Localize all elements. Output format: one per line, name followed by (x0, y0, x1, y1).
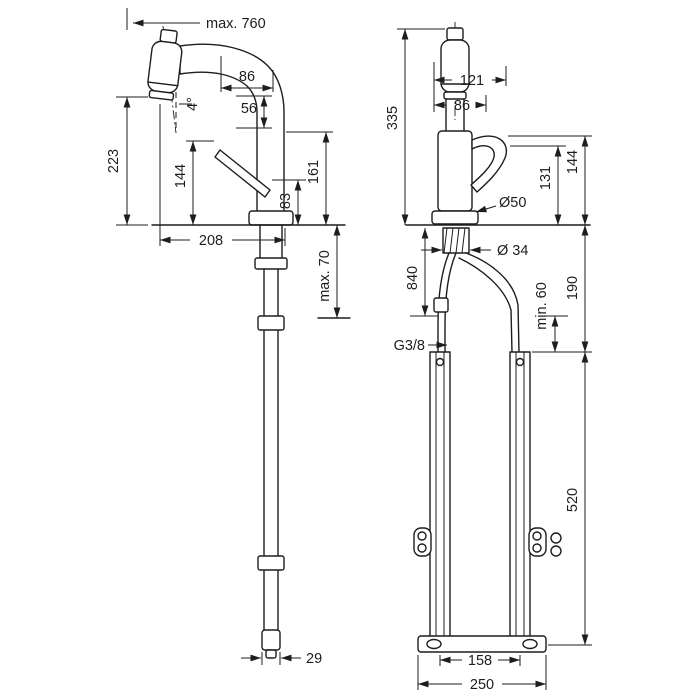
clamp-hole-right-top (532, 531, 542, 541)
dim-190-label: 190 (565, 276, 581, 300)
spray-head-outlet (148, 89, 175, 101)
dim-29-label: 29 (306, 651, 322, 667)
hose-connector-fitting (433, 297, 449, 313)
base-foot-left (426, 638, 442, 650)
rail-screw-right (515, 357, 525, 367)
right-hose-inner (458, 257, 513, 353)
spray-head-seam (147, 81, 179, 87)
dim-angle-label: 4° (185, 97, 201, 111)
dim-diameter-34-label: Ø 34 (497, 243, 528, 259)
base-foot-right (522, 638, 538, 650)
hose-weight (261, 629, 281, 651)
clamp-knob-top (550, 532, 562, 544)
dim-86-side-label: 86 (239, 69, 255, 85)
mounting-nut (254, 257, 288, 270)
dim-144-side-label: 144 (173, 164, 189, 188)
dim-83-label: 83 (278, 193, 294, 209)
dim-158-label: 158 (468, 653, 492, 669)
handle-lever-side (214, 149, 271, 198)
dim-131-label: 131 (538, 166, 554, 190)
spray-head-stub-front (446, 27, 464, 41)
clamp-hole-left-bottom (417, 543, 427, 553)
front-view-faucet-drawing (405, 22, 591, 653)
dim-161-label: 161 (306, 160, 322, 184)
hose-end-tip (265, 649, 277, 659)
dim-86-front-label: 86 (454, 98, 470, 114)
dim-144-front-label: 144 (565, 150, 581, 174)
escutcheon-side (248, 210, 294, 226)
dim-520-label: 520 (565, 488, 581, 512)
dim-223-label: 223 (106, 149, 122, 173)
pullout-spray-head (147, 28, 183, 101)
dim-56-label: 56 (241, 101, 257, 117)
bracket-base-plate (417, 635, 547, 653)
dim-250-label: 250 (470, 677, 494, 693)
clamp-hole-left-top (417, 531, 427, 541)
handle-lever-front (470, 135, 508, 193)
dim-max-counter-thickness-label: max. 70 (317, 250, 333, 302)
hose-fitting-upper (257, 315, 285, 331)
dim-max-height-label: max. 760 (206, 16, 266, 32)
clamp-hole-right-bottom (532, 543, 542, 553)
escutcheon-front (431, 210, 479, 225)
left-hose-outer (437, 252, 450, 353)
right-hose-outer (465, 252, 520, 353)
bracket-rail-left (429, 351, 451, 643)
spray-head-outlet-front (443, 91, 467, 100)
dim-840-label: 840 (405, 266, 421, 290)
rail-screw-left (435, 357, 445, 367)
front-view-dimensions: 335 121 86 131 144 Ø50 Ø 34 840 (385, 28, 592, 693)
hose-fitting-lower (257, 555, 285, 571)
dim-208-label: 208 (199, 233, 223, 249)
bracket-rail-right (509, 351, 531, 643)
dim-thread-g38-label: G3/8 (394, 338, 425, 354)
dim-121-label: 121 (460, 73, 484, 89)
side-view-faucet-drawing (147, 25, 351, 659)
dim-335-label: 335 (385, 106, 401, 130)
mixer-body-front (437, 130, 473, 212)
dim-min-60-label: min. 60 (534, 282, 550, 330)
left-hose-inner (444, 252, 457, 353)
dim-diameter-50-label: Ø50 (499, 195, 526, 211)
clamp-knob-bottom (550, 545, 562, 557)
side-view-dimensions: max. 760 223 144 161 83 86 56 4° (106, 8, 341, 667)
